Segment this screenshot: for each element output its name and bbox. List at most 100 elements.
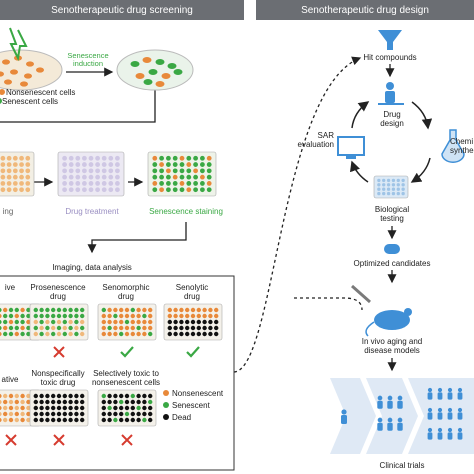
plate-well [179,313,184,319]
plate-well [101,325,107,331]
plate-well [50,393,56,399]
plate-well [50,411,56,417]
plate-well [179,331,184,337]
plate-well [184,325,190,331]
plate-well [19,155,24,161]
plate-well [200,181,205,186]
plate-well [113,331,118,337]
plate-well [113,411,118,417]
plate-well [130,393,136,399]
plate-well [130,319,136,325]
plate-well [33,313,39,319]
plate-well [196,319,202,325]
plate-well [173,331,178,337]
plate-well [186,162,192,167]
plate-well [206,174,212,180]
plate-well [88,187,94,193]
plate-well [196,325,202,331]
plate-well [0,181,6,186]
plate-well [147,307,153,313]
plate-well [26,405,31,411]
plate-well [79,405,85,411]
patient-icon [427,427,433,433]
plate-well [50,307,56,313]
plate-well [213,313,219,319]
plate-well [25,174,31,180]
plate-well [74,331,79,337]
plate-well [8,393,14,399]
plate-well [62,405,68,411]
legend-dot-nonsenescent [0,89,5,95]
plate-well [56,411,62,417]
plate-well [56,325,62,331]
plate-well [101,331,107,337]
plate-well [101,307,107,313]
plate-well [20,325,25,331]
patient-icon [397,422,403,431]
plate-well [0,174,6,180]
plate-well [391,187,396,191]
plate-well [75,181,81,186]
plate-well [101,187,107,193]
plate-well [208,325,213,331]
plate-well [56,393,62,399]
plate-well [62,174,67,180]
plate-well [25,181,31,186]
plate-well [118,393,124,399]
plate-well [115,162,120,167]
plate-well [74,417,79,423]
patient-icon [437,392,443,400]
patient-icon [447,412,453,420]
cell-senescent [143,79,153,85]
plate-well [108,174,114,180]
plate-well [118,307,124,313]
plate-well [152,174,158,180]
plate-well [68,331,73,337]
plate-well [26,399,31,405]
plate-well [193,181,198,186]
plate-well [108,162,114,167]
plate-well [142,325,147,331]
plate-well [8,405,14,411]
cross-icon [53,434,65,446]
patient-icon [427,412,433,420]
plate-well [172,187,178,193]
plate-well [56,313,62,319]
plate-well [75,187,81,193]
plate-well [39,325,44,331]
patient-icon [387,395,393,401]
plate-well [20,411,25,417]
plate-well [142,411,147,417]
plate-well [68,162,74,167]
plate-well [113,417,118,423]
plate-staining [147,151,217,197]
plate-well [142,313,147,319]
plate-well [124,307,130,313]
plate-well [79,319,85,325]
plate-well [196,313,202,319]
cell-senescent [148,69,158,75]
plate-well [19,162,24,167]
monitor-stand-icon [346,156,356,159]
plate-well [56,399,62,405]
plate-well [377,187,381,191]
flow-arrow-results-to-design [233,56,362,373]
plate-well [107,399,112,405]
plate-well [45,331,50,337]
plate-well [115,181,120,186]
flow-arrow-dish-to-plates [0,90,156,123]
plate-well [118,399,124,405]
patient-icon [427,392,433,400]
plate-well [202,307,207,313]
plate-well [33,399,39,405]
plate-well [382,183,386,187]
cell-senescent [173,69,183,75]
plate-well [82,162,87,167]
plate-well [6,174,12,180]
plate-well [56,417,62,423]
plate-well [173,307,178,313]
patient-icon [437,427,443,433]
plate-well [101,417,107,423]
plate-well [386,187,391,191]
plate-well [2,331,8,337]
